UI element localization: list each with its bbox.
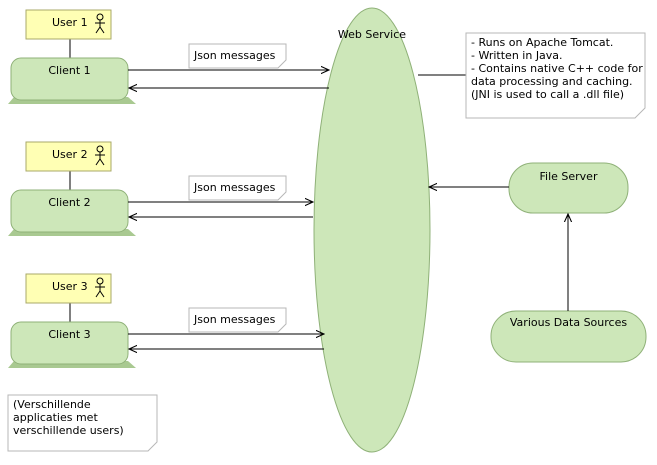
json-messages-label-3: Json messages bbox=[194, 313, 276, 326]
client-1-box[interactable] bbox=[10, 57, 129, 101]
user-2-label: User 2 bbox=[52, 148, 88, 161]
json-note-1-shape bbox=[188, 43, 287, 69]
actor-icon bbox=[95, 13, 105, 34]
actor-icon bbox=[95, 145, 105, 166]
web-service-node[interactable] bbox=[313, 7, 431, 453]
client-1-group bbox=[8, 9, 329, 104]
note-line: (Verschillende bbox=[13, 398, 91, 411]
actor-icon bbox=[95, 277, 105, 298]
file-server-node[interactable] bbox=[508, 162, 629, 214]
user-3-label: User 3 bbox=[52, 280, 88, 293]
web-service-note-text: - Runs on Apache Tomcat. - Written in Ja… bbox=[471, 36, 643, 101]
web-service-note-shape bbox=[465, 32, 646, 119]
note-line: applicaties met bbox=[13, 411, 98, 424]
user-3-box[interactable] bbox=[25, 273, 112, 304]
user-1-box[interactable] bbox=[25, 9, 112, 40]
note-line: - Runs on Apache Tomcat. bbox=[471, 36, 614, 49]
client-3-label: Client 3 bbox=[48, 328, 91, 341]
json-messages-label-1: Json messages bbox=[194, 49, 276, 62]
clients-note-text: (Verschillende applicaties met verschill… bbox=[13, 398, 155, 437]
json-messages-label-2: Json messages bbox=[194, 181, 276, 194]
user-2-box[interactable] bbox=[25, 141, 112, 172]
client-2-group bbox=[8, 141, 313, 236]
data-sources-label: Various Data Sources bbox=[509, 316, 628, 329]
note-line: data processing and caching. bbox=[471, 75, 633, 88]
client-2-label: Client 2 bbox=[48, 196, 91, 209]
note-line: verschillende users) bbox=[13, 424, 124, 437]
client-3-group bbox=[8, 273, 324, 368]
json-note-2-shape bbox=[188, 175, 287, 201]
web-service-label: Web Service bbox=[337, 28, 407, 41]
file-server-label: File Server bbox=[539, 170, 598, 183]
note-line: - Written in Java. bbox=[471, 49, 563, 62]
user-1-label: User 1 bbox=[52, 16, 88, 29]
note-line: - Contains native C++ code for bbox=[471, 62, 643, 75]
json-note-3-shape bbox=[188, 307, 287, 333]
note-line: (JNI is used to call a .dll file) bbox=[471, 88, 625, 101]
client-3-box[interactable] bbox=[10, 321, 129, 365]
client-2-box[interactable] bbox=[10, 189, 129, 233]
client-1-label: Client 1 bbox=[48, 64, 91, 77]
clients-note-shape bbox=[7, 394, 158, 452]
